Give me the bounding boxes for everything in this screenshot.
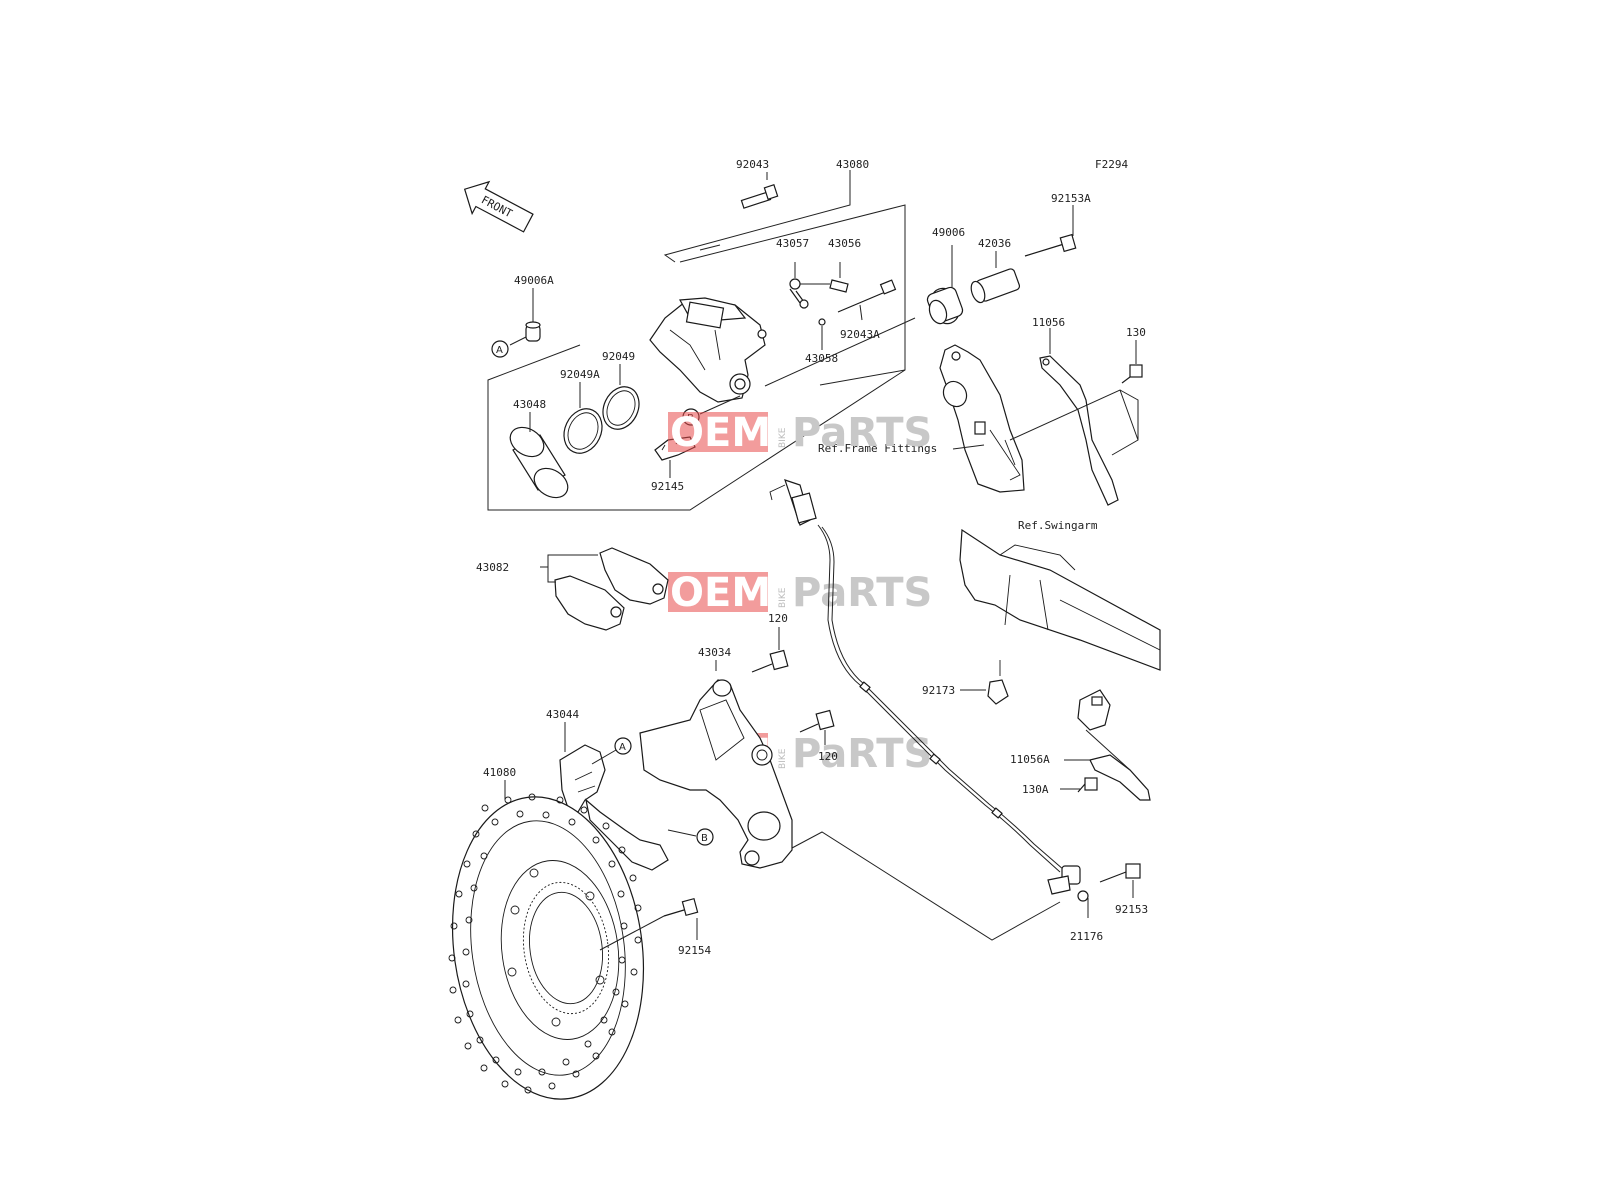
label-49006: 49006 (932, 226, 965, 239)
label-41080: 41080 (483, 766, 516, 779)
label-92154: 92154 (678, 944, 711, 957)
label-11056A: 11056A (1010, 753, 1050, 766)
bleeder-valve-43056 (800, 262, 849, 293)
caliper-body (649, 297, 767, 403)
bolt-130A (1060, 777, 1098, 793)
watermark-2: OEM BIKE PaRTS (668, 570, 932, 616)
diagram-code: F2294 (1095, 158, 1128, 171)
bolt-120-top (751, 627, 789, 673)
bolt-120-mid (799, 709, 835, 745)
abs-sensor-21176 (1047, 865, 1089, 918)
svg-text:A: A (496, 345, 503, 356)
label-43048: 43048 (513, 398, 546, 411)
label-43058: 43058 (805, 352, 838, 365)
ref-frame-fittings[interactable]: Ref.Frame Fittings (818, 442, 937, 455)
svg-text:PaRTS: PaRTS (792, 731, 932, 777)
front-arrow-icon: FRONT (463, 180, 534, 233)
callout-a-top: A (491, 340, 509, 358)
label-11056: 11056 (1032, 316, 1065, 329)
label-130A: 130A (1022, 783, 1049, 796)
caliper-bracket-43034 (639, 660, 793, 869)
label-92049A: 92049A (560, 368, 600, 381)
svg-text:PaRTS: PaRTS (792, 410, 932, 456)
label-42036: 42036 (978, 237, 1011, 250)
label-43057: 43057 (776, 237, 809, 250)
bushing-49006 (926, 245, 964, 325)
label-43044: 43044 (546, 708, 579, 721)
label-92043A: 92043A (840, 328, 880, 341)
label-92153A: 92153A (1051, 192, 1091, 205)
label-92049: 92049 (602, 350, 635, 363)
label-92043: 92043 (736, 158, 769, 171)
label-92145: 92145 (651, 480, 684, 493)
svg-text:OEM: OEM (670, 570, 771, 616)
label-43034: 43034 (698, 646, 731, 659)
label-21176: 21176 (1070, 930, 1103, 943)
label-130: 130 (1126, 326, 1146, 339)
brake-disc-41080 (448, 780, 645, 1100)
svg-text:BIKE: BIKE (778, 587, 788, 608)
bolt-130 (1121, 340, 1143, 384)
bushing-49006A (509, 288, 541, 346)
seal-92049A (563, 382, 603, 454)
bleeder-cap-43057 (789, 262, 809, 309)
label-120-top: 120 (768, 612, 788, 625)
callout-b-bottom: B (667, 828, 714, 846)
clamp-92173 (960, 660, 1009, 705)
svg-text:PaRTS: PaRTS (792, 570, 932, 616)
label-92173: 92173 (922, 684, 955, 697)
cap-43058 (818, 318, 826, 350)
ref-swingarm[interactable]: Ref.Swingarm (1018, 519, 1098, 532)
watermark-1: OEM BIKE PaRTS (668, 410, 932, 456)
bolt-92043 (740, 172, 779, 209)
callout-a-bottom: A (614, 737, 632, 755)
brake-pads-43082 (540, 547, 669, 631)
bracket-11056 (1009, 328, 1139, 506)
label-43082: 43082 (476, 561, 509, 574)
svg-text:B: B (701, 833, 708, 844)
bracket-11056A (1064, 689, 1151, 801)
svg-text:BIKE: BIKE (778, 748, 788, 769)
label-49006A: 49006A (514, 274, 554, 287)
bolt-92153A (1024, 205, 1077, 257)
caliper-assembly-outline (487, 170, 906, 511)
svg-text:OEM: OEM (670, 410, 771, 456)
seal-92049 (602, 364, 640, 430)
collar-42036 (970, 251, 1021, 304)
frame-fitting-bracket (939, 344, 1025, 493)
svg-text:BIKE: BIKE (778, 427, 788, 448)
bolt-92153 (1099, 863, 1141, 898)
pad-hanger-43044 (559, 722, 669, 871)
label-43056: 43056 (828, 237, 861, 250)
piston-43048 (509, 412, 569, 499)
svg-text:A: A (619, 742, 626, 753)
abs-sensor-harness (769, 479, 1065, 873)
swingarm (959, 528, 1161, 671)
label-43080: 43080 (836, 158, 869, 171)
label-120-mid: 120 (818, 750, 838, 763)
bolt-92154 (599, 897, 699, 951)
label-92153: 92153 (1115, 903, 1148, 916)
pin-92043A (837, 279, 897, 321)
